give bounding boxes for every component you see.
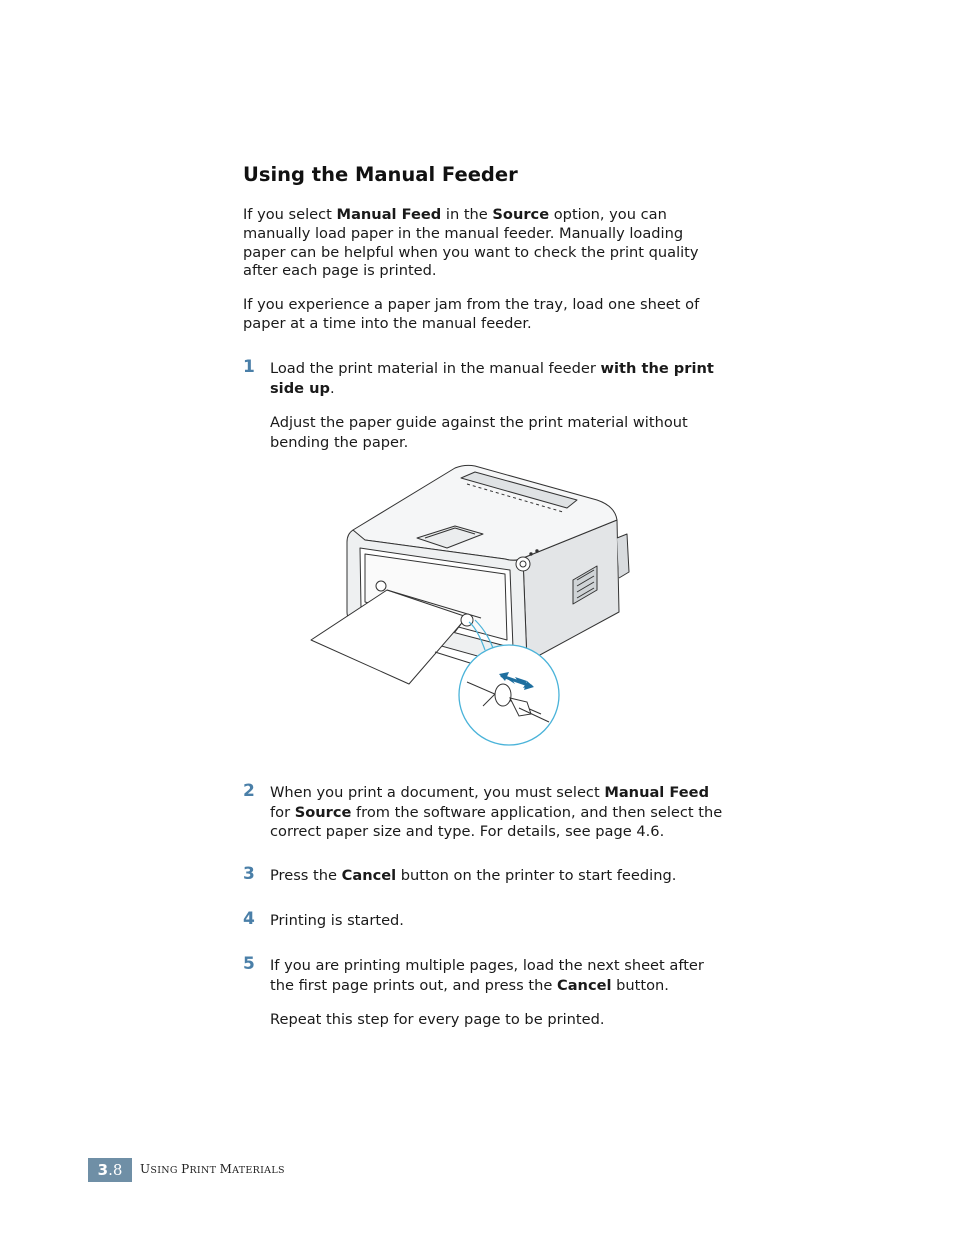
text-run: option, you can manually load paper in t… <box>243 206 699 280</box>
bold-term: Cancel <box>341 867 397 884</box>
page-number: .8 <box>108 1161 123 1179</box>
step-number: 5 <box>243 954 255 974</box>
intro-paragraph-1: If you select Manual Feed in the Source … <box>243 206 723 281</box>
text-run: . <box>329 379 335 397</box>
title-cap: P <box>181 1162 190 1176</box>
step-text: If you are printing multiple pages, load… <box>270 956 725 995</box>
bold-term: Source <box>294 803 352 821</box>
step-text: When you print a document, you must sele… <box>270 783 725 842</box>
bold-term: Manual Feed <box>336 206 442 223</box>
page-number-badge: 3.8 <box>88 1158 132 1182</box>
step-text: Printing is started. <box>270 912 404 929</box>
step-number: 1 <box>243 357 255 377</box>
title-cap: M <box>219 1162 233 1176</box>
step-number: 3 <box>243 864 255 884</box>
step-note: Adjust the paper guide against the print… <box>270 414 688 451</box>
bold-term: with the print side up <box>270 360 714 397</box>
footer-chapter-title: USING PRINT MATERIALS <box>140 1162 285 1176</box>
chapter-number: 3 <box>97 1161 109 1179</box>
text-run: in the <box>441 206 493 223</box>
text-run: If you select <box>243 206 337 223</box>
text-run: Load the print material in the manual fe… <box>270 360 601 377</box>
title-smallcaps: RINT <box>189 1165 220 1176</box>
bold-term: Manual Feed <box>604 784 710 801</box>
text-run: button on the printer to start feeding. <box>396 867 677 884</box>
text-run: Press the <box>270 867 342 884</box>
text-run: for <box>270 803 295 821</box>
step-number: 4 <box>243 909 255 929</box>
bold-term: Source <box>492 206 550 223</box>
step-text: Press the Cancel button on the printer t… <box>270 866 725 886</box>
step-text: Load the print material in the manual fe… <box>270 359 725 398</box>
text-run: When you print a document, you must sele… <box>270 784 605 801</box>
step-number: 2 <box>243 781 255 801</box>
page-title: Using the Manual Feeder <box>243 163 518 186</box>
title-smallcaps: ATERIALS <box>232 1165 285 1176</box>
step-note: Repeat this step for every page to be pr… <box>270 1011 605 1028</box>
title-cap: U <box>140 1162 151 1176</box>
title-smallcaps: SING <box>150 1165 182 1176</box>
printer-manual-feeder-illustration <box>305 462 635 747</box>
text-run: If you are printing multiple pages, load… <box>270 957 704 994</box>
text-run: button. <box>611 976 669 994</box>
text-run: from the software application, and then … <box>270 803 723 841</box>
intro-paragraph-2: If you experience a paper jam from the t… <box>243 296 700 332</box>
bold-term: Cancel <box>557 976 612 994</box>
